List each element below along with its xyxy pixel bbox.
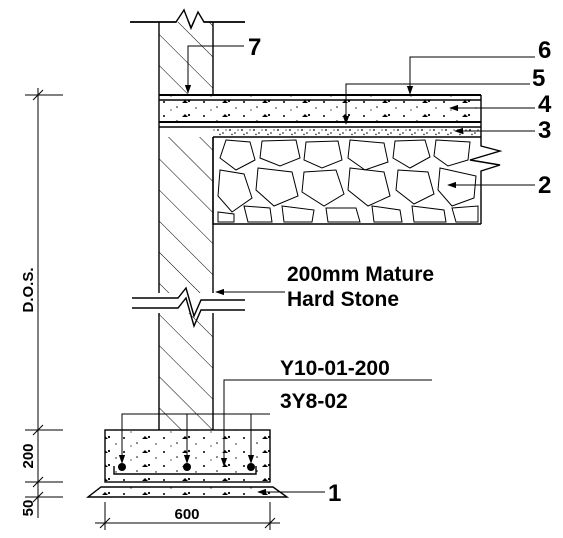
- dimension-lines: [25, 88, 280, 530]
- blinding-layer: [85, 486, 290, 498]
- callout-4: 4: [538, 91, 552, 118]
- wall-note-line2: Hard Stone: [287, 288, 399, 311]
- wall-above-slab: [158, 22, 214, 95]
- floor-slab-layers: [159, 94, 482, 138]
- callout-5: 5: [532, 65, 545, 92]
- depth-dimension-label: D.O.S.: [20, 267, 37, 312]
- stone-wall: [158, 95, 214, 430]
- hardcore-fill: [212, 137, 503, 225]
- leader-lines: [118, 45, 535, 496]
- callout-7: 7: [248, 34, 261, 61]
- rebar-dist-note: 3Y8-02: [280, 390, 348, 413]
- callout-1: 1: [328, 480, 341, 507]
- wall-note-line1: 200mm Mature: [287, 263, 434, 286]
- wall-mid-break-line: [132, 286, 245, 329]
- blinding-dimension: 50: [20, 500, 37, 517]
- footing-width-dimension: 600: [174, 506, 199, 523]
- wall-top-break-line: [130, 8, 245, 30]
- callout-6: 6: [538, 37, 551, 64]
- callout-3: 3: [538, 117, 551, 144]
- footing-height-dimension: 200: [20, 443, 37, 468]
- rebar-main-note: Y10-01-200: [280, 357, 390, 380]
- callout-2: 2: [538, 172, 551, 199]
